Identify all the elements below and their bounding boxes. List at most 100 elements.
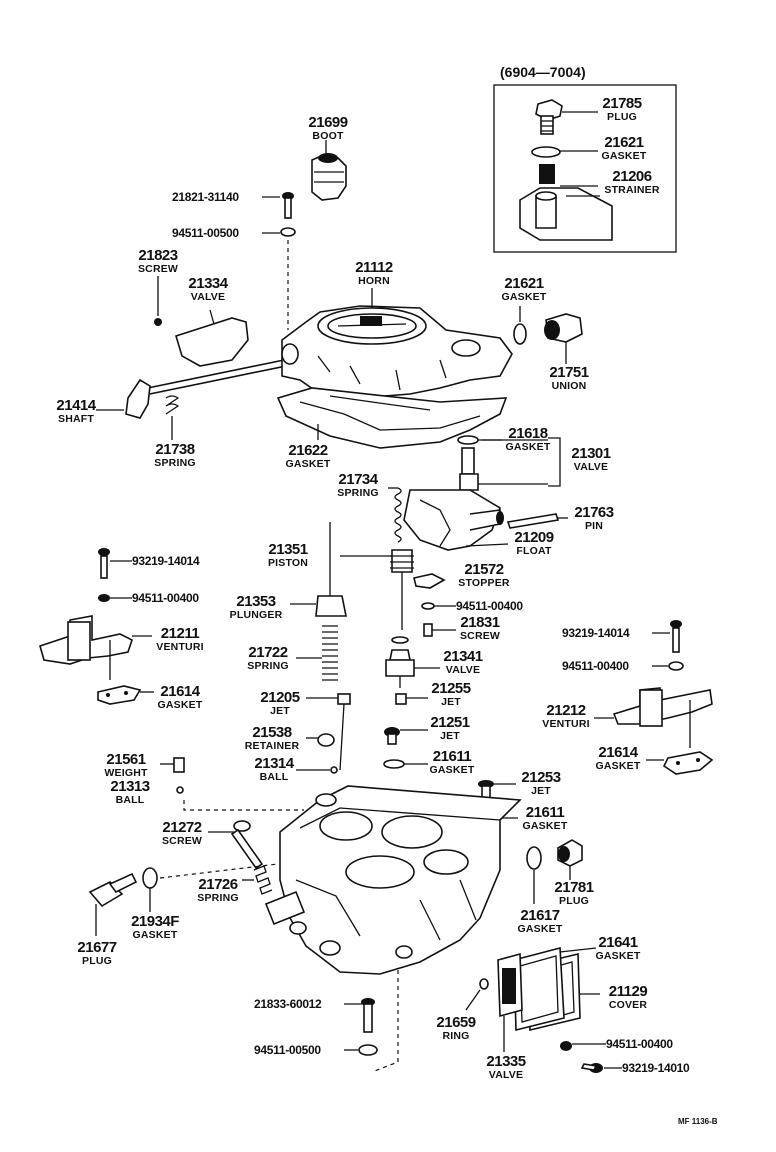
screw-21821-drawing bbox=[262, 192, 294, 219]
part-number: 21314 bbox=[254, 755, 294, 772]
part-number: 21538 bbox=[252, 724, 292, 741]
part-name: BALL bbox=[115, 794, 145, 806]
part-name: SPRING bbox=[337, 487, 379, 499]
part-name: GASKET bbox=[595, 950, 641, 962]
needle-valve-21301-drawing bbox=[457, 435, 561, 491]
part-number: 21112 bbox=[355, 259, 393, 276]
part-number: 21823 bbox=[138, 247, 178, 264]
part-number: 21341 bbox=[443, 648, 483, 665]
washer-94511-00500-bottom-drawing bbox=[344, 1044, 378, 1056]
callout-94511-00400-center: 94511-00400 bbox=[456, 599, 523, 613]
jet-21253-drawing bbox=[478, 780, 516, 799]
gasket-21617-drawing bbox=[526, 846, 542, 904]
callout-93219-14014-left: 93219-14014 bbox=[132, 554, 200, 568]
part-number: 21641 bbox=[598, 934, 638, 951]
callout-21833-60012: 21833-60012 bbox=[254, 997, 322, 1011]
spring-21734-drawing bbox=[388, 487, 402, 543]
part-name: SCREW bbox=[161, 835, 203, 847]
part-name: PLUNGER bbox=[229, 609, 283, 621]
part-name: GASKET bbox=[429, 764, 475, 776]
gasket-21614-left-drawing bbox=[97, 685, 154, 705]
inset-strainer-drawing bbox=[519, 164, 613, 241]
part-name: BALL bbox=[259, 771, 289, 783]
plug-21677-drawing bbox=[88, 872, 138, 936]
part-number: 21572 bbox=[464, 561, 504, 578]
part-number: 21621 bbox=[604, 134, 644, 151]
callout-94511-00500-bottom: 94511-00500 bbox=[254, 1043, 321, 1057]
part-name: SPRING bbox=[154, 457, 196, 469]
ring-21659-drawing bbox=[465, 978, 489, 1011]
inset-plug-drawing bbox=[535, 99, 598, 135]
part-name: VENTURI bbox=[542, 718, 590, 730]
part-number: 21251 bbox=[430, 714, 470, 731]
part-name: SCREW bbox=[137, 263, 179, 275]
part-name: FLOAT bbox=[516, 545, 552, 557]
part-number: 21209 bbox=[514, 529, 554, 546]
part-number: 21206 bbox=[612, 168, 652, 185]
part-name: PLUG bbox=[82, 955, 112, 967]
part-number: 21734 bbox=[338, 471, 378, 488]
part-number: 21211 bbox=[160, 625, 200, 642]
part-name: JET bbox=[441, 696, 461, 708]
venturi-21212-drawing bbox=[594, 687, 713, 748]
part-name: VALVE bbox=[190, 291, 226, 303]
part-name: PLUG bbox=[559, 895, 589, 907]
part-name: SCREW bbox=[459, 630, 501, 642]
jet-21251-drawing bbox=[384, 727, 428, 745]
part-name: GASKET bbox=[522, 820, 568, 832]
callout-94511-00500-top: 94511-00500 bbox=[172, 226, 239, 240]
part-number: 21622 bbox=[288, 442, 328, 459]
jet-21255-drawing bbox=[395, 693, 428, 705]
jet-21205-drawing bbox=[306, 693, 351, 771]
ball-21314-drawing bbox=[296, 766, 338, 774]
part-number: 21617 bbox=[520, 907, 560, 924]
callout-93219-14014-right: 93219-14014 bbox=[562, 626, 630, 640]
part-number: 21722 bbox=[248, 644, 288, 661]
part-name: SHAFT bbox=[58, 413, 94, 425]
float-21209-drawing bbox=[403, 489, 568, 551]
part-number: 21618 bbox=[508, 425, 548, 442]
part-number: 21313 bbox=[110, 778, 150, 795]
part-number: 21699 bbox=[308, 114, 348, 131]
gasket-21641-drawing bbox=[513, 946, 597, 1032]
ball-21313-drawing bbox=[176, 786, 304, 811]
part-name: RETAINER bbox=[244, 740, 300, 752]
part-name: WEIGHT bbox=[104, 767, 148, 779]
plug-21781-drawing bbox=[557, 839, 583, 880]
part-name: GASKET bbox=[501, 291, 547, 303]
spring-21726-drawing bbox=[242, 865, 273, 895]
weight-21561-drawing bbox=[160, 757, 185, 773]
screw-93219-14010-drawing bbox=[580, 1063, 622, 1073]
stopper-21572-drawing bbox=[413, 573, 446, 589]
part-name: VALVE bbox=[573, 461, 609, 473]
screw-93219-14014-left-drawing bbox=[98, 548, 132, 579]
screw-21272-drawing bbox=[208, 820, 264, 870]
part-name: GASKET bbox=[157, 699, 203, 711]
part-name: SPRING bbox=[197, 892, 239, 904]
callout-94511-00400-bottom: 94511-00400 bbox=[606, 1037, 673, 1051]
part-name: VENTURI bbox=[156, 641, 204, 653]
part-name: BOOT bbox=[312, 130, 344, 142]
